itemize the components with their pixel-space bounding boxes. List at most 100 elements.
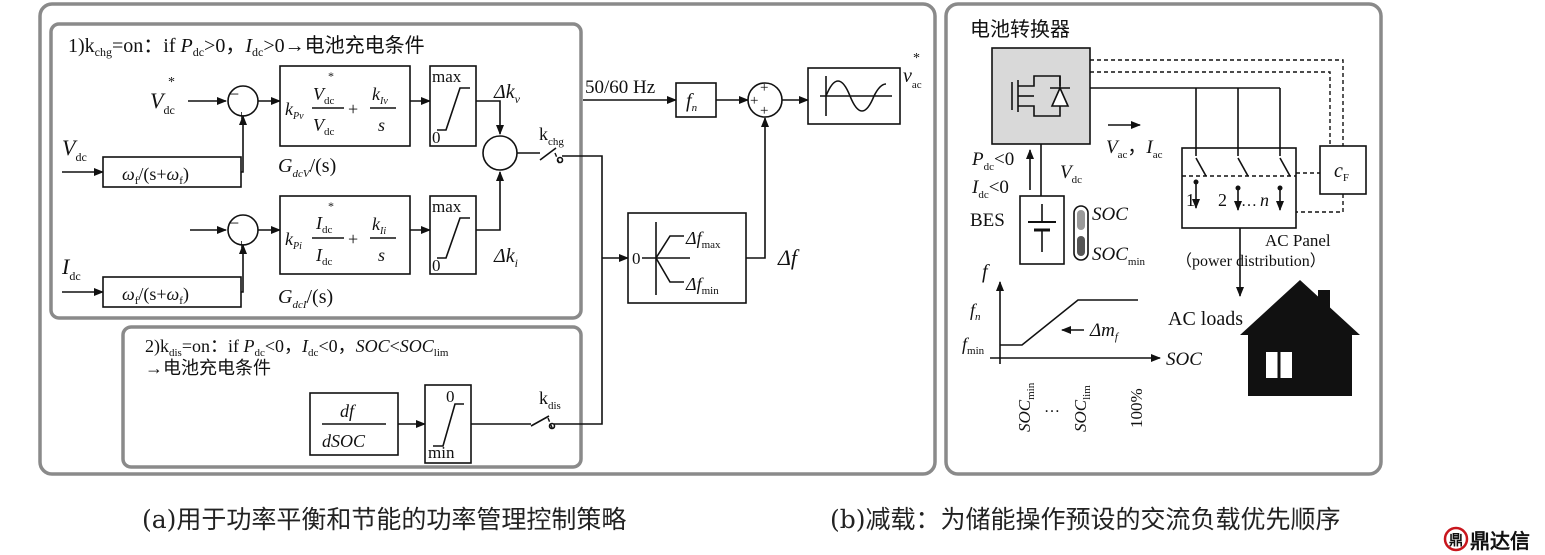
saturation-i-curve: [437, 217, 470, 259]
pi-v-s: s: [378, 115, 385, 135]
filter-i-text: ωf/(s+ωf): [122, 284, 189, 307]
vdc-label-b: Vdc: [1060, 162, 1082, 186]
discharge-condition-label: 2)kdis=on：if Pdc<0，Idc<0，SOC<SOClim: [145, 336, 449, 359]
saturation-soc-curve: [433, 403, 464, 447]
freq-label: 50/60 Hz: [585, 77, 655, 98]
soc-gauge-icon: [1073, 205, 1089, 261]
pi-v-star: *: [328, 69, 334, 83]
sine-wave-icon: [825, 80, 887, 112]
switch-dots: …: [1241, 193, 1257, 210]
dfdsoc-num: df: [340, 401, 357, 421]
converter-title: 电池转换器: [970, 17, 1070, 41]
ac-panel-sub: （power distribution）: [1176, 252, 1326, 270]
tick-soclim: SOClim: [1071, 385, 1093, 432]
svg-text:鼎: 鼎: [1449, 532, 1463, 549]
tick-100pct: 100%: [1127, 388, 1146, 428]
pi-i-plus: +: [348, 229, 358, 249]
charge-group-border: [49, 22, 583, 320]
soc-min-label: SOCmin: [1092, 244, 1146, 268]
arrow-filter-sum-i: [239, 244, 247, 293]
soc-label: SOC: [1092, 204, 1128, 225]
bes-label: BES: [970, 210, 1005, 231]
vdc-ref-label: Vdc: [150, 88, 175, 117]
pi-i-s: s: [378, 245, 385, 265]
droop-lower: [655, 257, 684, 283]
sat-soc-zero: 0: [446, 387, 455, 406]
battery-icon: [1028, 204, 1056, 252]
watermark-logo: 鼎 鼎达信: [1443, 526, 1530, 553]
sum-v-minus: −: [229, 84, 239, 104]
switch-kchg[interactable]: [539, 147, 557, 161]
idc-cond: Idc<0: [971, 177, 1009, 201]
panel-b: 电池转换器 Vac，Iac: [944, 2, 1383, 476]
soc-axis-label: SOC: [1166, 349, 1202, 370]
fmin-label: fmin: [962, 334, 985, 357]
ac-panel-label: AC Panel: [1265, 231, 1331, 250]
converter-box: [991, 47, 1091, 145]
arrow-sat-v-sum: [476, 100, 504, 135]
saturation-block-v: [429, 65, 477, 147]
mosfet-icon: [1011, 75, 1070, 117]
sat-i-zero: 0: [432, 256, 441, 275]
kchg-label: kchg: [539, 124, 564, 148]
pi-v-den: Vdc: [313, 115, 335, 138]
caption-b: (b)减载：为储能操作预设的交流负载优先顺序: [830, 505, 1341, 534]
gdci-label: GdcI/(s): [278, 286, 333, 311]
control-dash-2: [1090, 71, 1331, 146]
saturation-block-soc: [424, 384, 472, 464]
vac-ref-label: vac: [903, 65, 922, 91]
filter-block-i: [102, 276, 242, 308]
vac-iac-label: Vac，Iac: [1106, 137, 1163, 161]
cf-label: cF: [1334, 160, 1349, 184]
droop-upper: [655, 235, 684, 259]
pi-i-den: Idc: [315, 245, 333, 268]
sum-i-minus: −: [229, 213, 239, 233]
discharge-group-border: [121, 325, 583, 469]
pi-v-ki: kIv: [372, 84, 388, 107]
df-min-label: Δfmin: [685, 274, 719, 297]
panel-b-border: [944, 2, 1383, 476]
sum-f-plus-left: +: [750, 93, 758, 109]
tick-dots: …: [1044, 399, 1060, 416]
pi-i-star: *: [328, 199, 334, 213]
caption-a: (a)用于功率平衡和节能的功率管理控制策略: [142, 505, 626, 534]
gdcv-label: GdcV/(s): [278, 155, 336, 180]
charge-condition-label: 1)kchg=on：if Pdc>0，Idc>0→电池充电条件: [68, 34, 425, 59]
saturation-block-i: [429, 195, 477, 275]
panel-a-border: [38, 2, 937, 476]
sum-f-plus-top: +: [760, 80, 768, 96]
switch-n-label: n: [1260, 190, 1269, 210]
arrow-sat-i-sum: [476, 171, 504, 231]
load-switches: [1182, 148, 1296, 211]
droop-zero: 0: [632, 249, 641, 268]
watermark-text: 鼎达信: [1470, 529, 1530, 553]
pi-block-v: [279, 65, 411, 147]
fn-label: fn: [686, 90, 698, 114]
switch-1-label: 1: [1186, 190, 1195, 210]
f-axis-label: f: [982, 261, 990, 283]
pi-block-i: [279, 195, 411, 275]
saturation-v-curve: [437, 87, 470, 131]
switch-kdis[interactable]: [530, 415, 550, 427]
pi-v-num: Vdc: [313, 84, 335, 107]
sat-v-zero: 0: [432, 128, 441, 147]
tick-socmin: SOCmin: [1015, 382, 1037, 432]
discharge-condition-line2: →电池充电条件: [145, 358, 271, 378]
panel-a: 1)kchg=on：if Pdc>0，Idc>0→电池充电条件 Vdc * − …: [38, 2, 937, 476]
dmf-label: Δmf: [1089, 320, 1120, 343]
df-max-label: Δfmax: [685, 228, 721, 251]
pi-i-num: Idc: [315, 213, 333, 236]
kdis-label: kdis: [539, 388, 561, 412]
control-dash-top: [1090, 59, 1344, 146]
dfdsoc-den: dSOC: [322, 431, 366, 451]
switch-kdis-dash: [547, 417, 554, 431]
cf-box: [1319, 145, 1367, 195]
sum-f-plus-bottom: +: [760, 103, 768, 119]
dki-label: Δki: [493, 245, 518, 270]
pi-i-ki: kIi: [372, 214, 386, 237]
vdc-label: Vdc: [62, 135, 87, 164]
vac-star: *: [913, 51, 920, 66]
dkv-label: Δkv: [493, 81, 521, 106]
pi-v-kp: kPv: [285, 99, 304, 122]
